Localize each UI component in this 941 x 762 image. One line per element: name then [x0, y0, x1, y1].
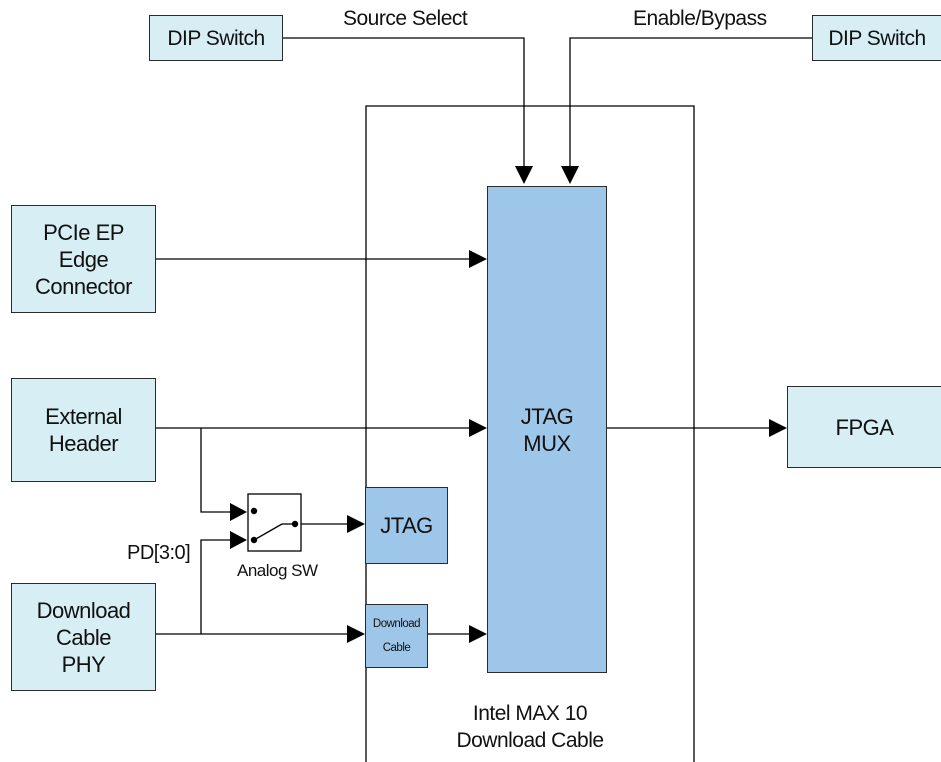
analog-input1-arrow	[230, 503, 247, 521]
enable-bypass-label: Enable/Bypass	[633, 7, 767, 30]
enable-bypass-wire	[569, 37, 812, 166]
pcie-line1: PCIe EP	[43, 219, 124, 245]
analog-input2-arrow	[230, 531, 247, 549]
external-line1: External	[45, 404, 122, 429]
jtag-mux-line1: JTAG	[520, 403, 574, 429]
dip-switch-left-label: DIP Switch	[167, 26, 265, 50]
pcie-line2: Edge Connector	[34, 246, 133, 299]
download-cable-line2: Cable	[382, 642, 411, 654]
fpga: FPGA	[787, 386, 941, 468]
download-cable-out-arrow	[469, 625, 487, 643]
external-line2: Header	[48, 431, 119, 456]
source-select-label: Source Select	[343, 7, 468, 30]
analog-switch-blade	[253, 523, 283, 541]
download-cable-phy: Download Cable PHY	[11, 583, 156, 691]
external-arrow	[469, 419, 487, 437]
source-select-arrow	[515, 166, 533, 184]
max10-line1: Intel MAX 10	[472, 702, 588, 725]
fpga-label: FPGA	[835, 414, 894, 440]
download-phy-line2: PHY	[61, 651, 106, 677]
fpga-arrow	[769, 419, 787, 437]
dip-switch-left: DIP Switch	[149, 15, 283, 61]
source-select-wire	[282, 37, 525, 166]
analog-sw-label: Analog SW	[237, 561, 318, 580]
enable-bypass-arrow	[561, 166, 579, 184]
max10-container-outline	[365, 105, 695, 762]
analog-switch-box	[247, 493, 302, 552]
download-cable-block: Download Cable	[365, 604, 428, 668]
pcie-arrow	[469, 250, 487, 268]
analog-switch-contact-top	[250, 507, 258, 515]
max10-caption: Intel MAX 10 Download Cable	[455, 700, 605, 754]
jtag-mux-line2: MUX	[523, 430, 571, 456]
download-cable-in-arrow	[347, 625, 365, 643]
max10-line2: Download Cable	[456, 729, 604, 752]
download-phy-line1: Download Cable	[36, 597, 131, 650]
pd-bus-label: PD[3:0]	[127, 542, 191, 564]
external-branch-wire	[200, 428, 232, 513]
pd-bus-wire	[200, 539, 232, 634]
jtag-label: JTAG	[380, 513, 433, 538]
pcie-edge-connector: PCIe EP Edge Connector	[11, 205, 156, 313]
dip-switch-right: DIP Switch	[812, 15, 941, 61]
jtag-in-arrow	[347, 515, 365, 533]
jtag-block: JTAG	[365, 487, 448, 564]
dip-switch-right-label: DIP Switch	[828, 26, 926, 50]
jtag-mux: JTAG MUX	[487, 186, 607, 673]
external-header: External Header	[11, 378, 156, 482]
download-cable-line1: Download	[372, 618, 421, 630]
